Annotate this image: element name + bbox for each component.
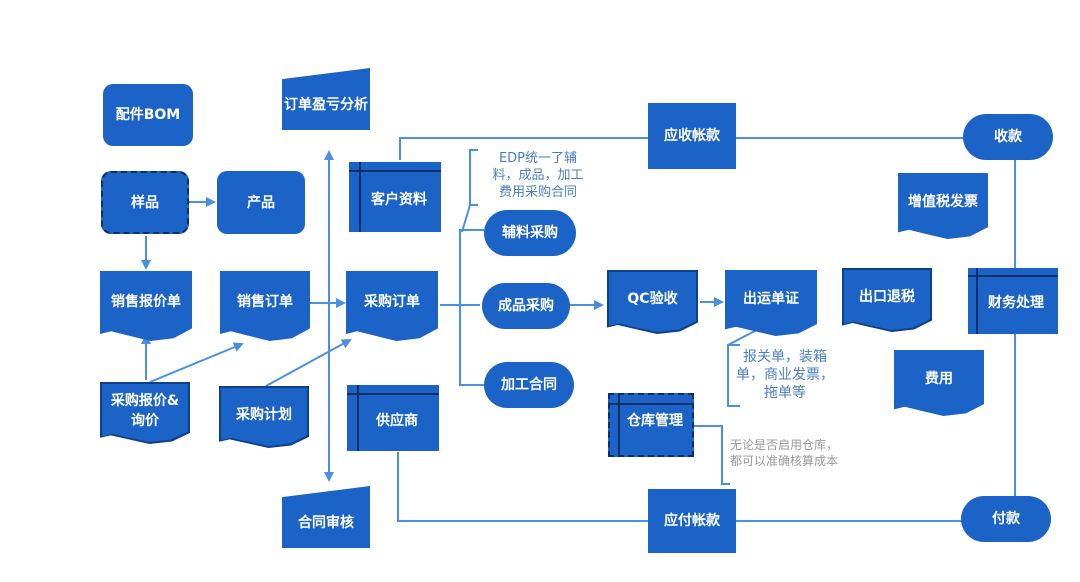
customs-note: 报关单，装箱 单，商业发票， 拖单等 — [730, 348, 840, 402]
processing-contract-label: 加工合同 — [501, 377, 557, 393]
export-refund-inner: 出口退税 — [844, 270, 930, 330]
purchase-plan-node[interactable]: 采购计划 — [219, 386, 309, 448]
purchase-order-label: 采购订单 — [364, 294, 420, 310]
sales-quote-label: 销售报价单 — [111, 294, 181, 310]
edp-note: EDP统一了辅 料，成品，加工 费用采购合同 — [478, 150, 598, 201]
export-refund-node[interactable]: 出口退税 — [842, 268, 932, 332]
sales-quote-node[interactable]: 销售报价单 — [100, 271, 192, 341]
contract-review-label: 合同审核 — [298, 515, 354, 531]
finance-node[interactable]: 财务处理 — [968, 268, 1058, 334]
sales-order-label: 销售订单 — [237, 294, 293, 310]
edp-note-line1: EDP统一了辅 — [498, 151, 578, 166]
receipt-node[interactable]: 收款 — [963, 114, 1053, 160]
bom-label: 配件BOM — [115, 107, 181, 123]
purchase-quote-inner: 采购报价&询价 — [102, 384, 188, 442]
order-profit-label: 订单盈亏分析 — [284, 97, 368, 113]
product-label: 产品 — [247, 194, 275, 211]
branch-vertical — [459, 229, 484, 386]
shipping-docs-label: 出运单证 — [743, 291, 799, 307]
processing-contract-node[interactable]: 加工合同 — [484, 362, 574, 408]
finished-purchase-label: 成品采购 — [498, 298, 554, 314]
finance-label: 财务处理 — [988, 295, 1044, 311]
warehouse-note: 无论是否启用仓库， 都可以准确核算成本 — [730, 437, 880, 469]
sample-label: 样品 — [131, 194, 159, 211]
receivable-node[interactable]: 应收帐款 — [648, 103, 736, 169]
arrow-pquote-sorder — [149, 342, 244, 383]
payment-node[interactable]: 付款 — [961, 496, 1051, 542]
bom-node[interactable]: 配件BOM — [103, 84, 193, 146]
arrow-plan-porder — [265, 339, 352, 387]
sales-order-node[interactable]: 销售订单 — [220, 271, 310, 341]
warehouse-node[interactable]: 仓库管理 — [608, 393, 694, 457]
warehouse-note-line2: 都可以准确核算成本 — [730, 454, 839, 468]
qc-inner: QC验收 — [609, 272, 696, 332]
line-customer-receivable — [399, 137, 648, 160]
order-profit-node[interactable]: 订单盈亏分析 — [282, 68, 370, 130]
warehouse-label: 仓库管理 — [627, 413, 683, 429]
line-supplier-payable — [397, 452, 648, 522]
aux-purchase-label: 辅料采购 — [502, 225, 558, 241]
customer-frame-v — [359, 162, 361, 232]
edp-bracket — [469, 149, 478, 206]
supplier-node[interactable]: 供应商 — [347, 385, 439, 451]
receivable-label: 应收帐款 — [664, 128, 720, 144]
purchase-quote-node[interactable]: 采购报价&询价 — [100, 382, 190, 444]
contract-review-node[interactable]: 合同审核 — [282, 486, 370, 548]
warehouse-note-line1: 无论是否启用仓库， — [730, 438, 839, 452]
customer-node[interactable]: 客户资料 — [349, 162, 441, 232]
sample-node[interactable]: 样品 — [101, 171, 189, 234]
edp-note-line3: 费用采购合同 — [498, 185, 577, 200]
expense-node[interactable]: 费用 — [894, 350, 984, 416]
customs-bracket — [727, 344, 740, 407]
payable-node[interactable]: 应付帐款 — [648, 489, 736, 553]
receipt-label: 收款 — [994, 129, 1022, 145]
shipping-docs-node[interactable]: 出运单证 — [725, 270, 817, 336]
purchase-plan-inner: 采购计划 — [221, 388, 307, 446]
customer-frame-h — [349, 170, 441, 172]
purchase-quote-label: 采购报价&询价 — [110, 393, 180, 429]
export-refund-label: 出口退税 — [859, 289, 915, 305]
payment-label: 付款 — [992, 511, 1020, 527]
warehouse-frame-h — [610, 403, 692, 405]
purchase-order-node[interactable]: 采购订单 — [346, 271, 438, 341]
finished-purchase-node[interactable]: 成品采购 — [482, 283, 570, 329]
qc-node[interactable]: QC验收 — [607, 270, 698, 334]
edp-note-line2: 料，成品，加工 — [492, 168, 584, 183]
vat-invoice-node[interactable]: 增值税发票 — [898, 173, 988, 239]
customs-note-line1: 报关单，装箱 — [743, 349, 827, 365]
supplier-frame-v — [357, 385, 359, 451]
qc-label: QC验收 — [627, 291, 678, 307]
supplier-label: 供应商 — [376, 413, 418, 429]
customs-note-line2: 单，商业发票， — [736, 367, 834, 383]
finance-frame-v — [976, 268, 978, 334]
finance-frame-h — [968, 275, 1058, 277]
aux-purchase-node[interactable]: 辅料采购 — [484, 210, 576, 256]
supplier-frame-h — [347, 393, 439, 395]
product-node[interactable]: 产品 — [217, 171, 305, 234]
vat-invoice-label: 增值税发票 — [908, 194, 978, 210]
customer-label: 客户资料 — [371, 192, 427, 208]
customs-note-line3: 拖单等 — [764, 385, 806, 401]
payable-label: 应付帐款 — [664, 513, 720, 529]
warehouse-frame-v — [618, 395, 620, 455]
expense-label: 费用 — [925, 371, 953, 387]
warehouse-bracket — [692, 425, 730, 485]
purchase-plan-label: 采购计划 — [236, 407, 292, 423]
edp-bracket-link — [461, 204, 471, 233]
